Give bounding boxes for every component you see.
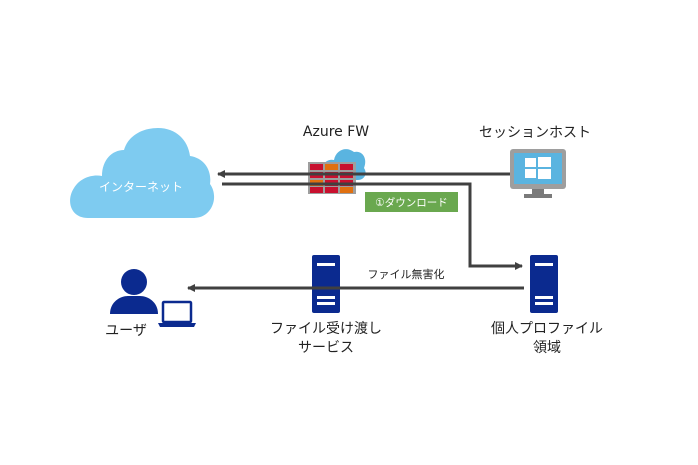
- monitor-windows-icon: [510, 149, 566, 198]
- server-icon: [312, 255, 340, 313]
- file-transfer-label-2: サービス: [298, 340, 354, 356]
- firewall-node: [308, 144, 368, 194]
- internet-label: インターネット: [98, 180, 183, 194]
- session-host-label: セッションホスト: [479, 125, 591, 141]
- server-icon: [530, 255, 558, 313]
- user-node: [108, 266, 198, 330]
- profile-label-1: 個人プロファイル: [491, 321, 603, 337]
- profile-label-2: 領域: [533, 340, 561, 356]
- cloud-icon: [70, 128, 215, 218]
- file-transfer-node: [312, 255, 340, 313]
- user-label: ユーザ: [105, 323, 147, 339]
- firewall-icon: [308, 149, 366, 194]
- session-host-node: [510, 149, 566, 199]
- file-transfer-label-1: ファイル受け渡し: [270, 321, 382, 337]
- internet-node: インターネット: [66, 128, 216, 220]
- sanitize-label: ファイル無害化: [367, 268, 445, 281]
- profile-node: [530, 255, 558, 313]
- firewall-label: Azure FW: [302, 124, 370, 140]
- download-badge: ①ダウンロード: [365, 192, 458, 212]
- user-laptop-icon: [110, 269, 196, 327]
